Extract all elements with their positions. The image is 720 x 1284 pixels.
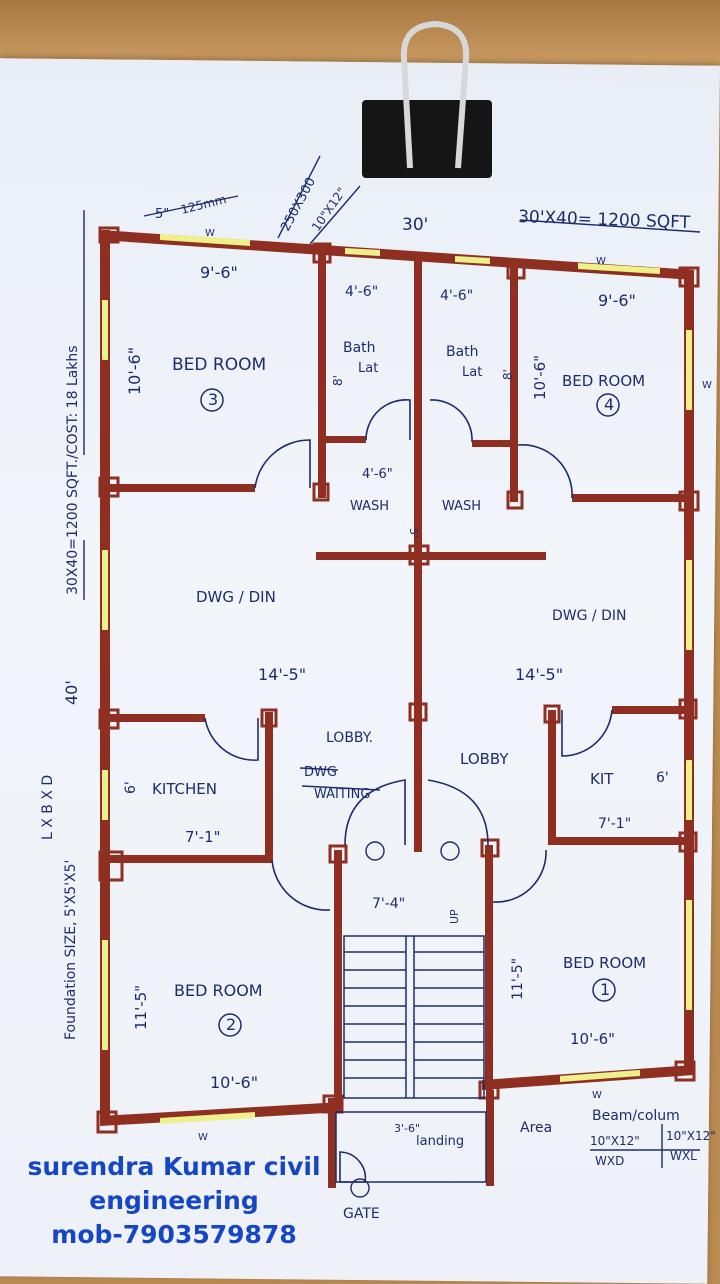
credit-line-2: engineering: [89, 1186, 259, 1215]
landing-dim: 3'-6": [394, 1122, 420, 1135]
binder-clip-handle: [400, 20, 470, 169]
lobby-right-label: LOBBY: [460, 750, 509, 768]
bedroom2-width: 10'-6": [210, 1073, 258, 1092]
bedroom3-depth: 10'-6": [125, 347, 144, 395]
wall-thickness-label: 5": [155, 207, 169, 222]
kitchen-depth: 6': [123, 781, 139, 794]
lobby-left-label: LOBBY.: [326, 730, 373, 746]
bedroom2-label: BED ROOM: [174, 981, 263, 1000]
window-mark-top-left: W: [205, 228, 215, 239]
bath-right-depth: 8': [501, 369, 515, 380]
dimension-lines: [83, 155, 701, 1198]
kit-depth: 6': [656, 770, 669, 786]
bedroom4-number: 4: [604, 395, 614, 414]
windows: [102, 234, 692, 1124]
kitchen-width: 7'-1": [185, 828, 221, 846]
window-mark-top-right: W: [596, 256, 606, 267]
total-area-label: 30'X40= 1200 SQFT: [518, 207, 691, 233]
legend-col1-label: WXD: [595, 1154, 624, 1168]
bedroom3-number: 3: [208, 390, 218, 409]
dwg-left-label: DWG / DIN: [196, 588, 276, 606]
wash-left-depth: 5': [407, 528, 420, 538]
bedroom3-label: BED ROOM: [172, 355, 266, 375]
landing-label: landing: [416, 1134, 464, 1149]
bedroom1-width: 10'-6": [570, 1030, 615, 1048]
bedroom4-width: 9'-6": [598, 291, 636, 310]
window-mark-right: W: [702, 380, 712, 391]
bedroom2-depth: 11'-5": [132, 985, 150, 1030]
stair-width: 7'-4": [372, 896, 405, 912]
credit-line-3: mob-7903579878: [51, 1220, 297, 1249]
foundation-formula: L X B X D: [40, 775, 56, 840]
bedroom4-depth: 10'-6": [531, 355, 549, 400]
kitchen-label: KITCHEN: [152, 780, 217, 798]
foundation-note: Foundation SIZE, 5'X5'X5': [63, 860, 79, 1040]
dwg-left-width: 14'-5": [258, 665, 306, 684]
wall-thickness-mm-label: 125mm: [179, 192, 227, 217]
staircase: [335, 935, 487, 1183]
area-cost-note: 30X40=1200 SQFT./COST: 18 Lakhs: [65, 345, 81, 595]
wash-left-label: WASH: [350, 499, 389, 514]
interior-walls: [110, 248, 684, 1188]
columns: [96, 226, 700, 1134]
legend-col2-label: WXL: [670, 1149, 697, 1163]
wash-left-width: 4'-6": [362, 467, 393, 482]
bath-left-width: 4'-6": [345, 284, 378, 300]
legend-col1-size: 10"X12": [590, 1134, 640, 1148]
dwg-right-label: DWG / DIN: [552, 608, 626, 624]
author-credit: surendra Kumar civil engineering mob-790…: [14, 1150, 334, 1252]
gate-label: GATE: [343, 1206, 380, 1222]
bedroom1-number: 1: [600, 980, 610, 999]
bedroom3-width: 9'-6": [200, 263, 238, 282]
lobby-left-sub1: DWG: [304, 765, 337, 780]
bath-left-label: Bath: [343, 340, 376, 356]
bath-right-width: 4'-6": [440, 288, 473, 304]
stair-up-label: UP: [448, 909, 461, 924]
window-mark-bottom-right: W: [592, 1090, 602, 1101]
legend-col2-size: 10"X12": [666, 1129, 716, 1143]
length-dim-label: 40': [62, 680, 81, 705]
bedroom1-label: BED ROOM: [563, 954, 646, 972]
credit-line-1: surendra Kumar civil: [27, 1152, 321, 1181]
dwg-right-width: 14'-5": [515, 665, 563, 684]
doors: [204, 399, 613, 1183]
bath-right-label: Bath: [446, 344, 479, 360]
bedroom1-depth: 11'-5": [510, 958, 526, 1000]
bedroom2-number: 2: [226, 1015, 236, 1034]
width-dim-label: 30': [402, 215, 428, 235]
bath-left-label2: Lat: [358, 361, 378, 376]
bath-right-label2: Lat: [462, 365, 482, 380]
kit-label: KIT: [590, 770, 614, 788]
binder-clip: [362, 100, 492, 178]
beam-size-inch-label: 10"X12": [309, 185, 349, 234]
bath-left-depth: 8': [331, 375, 345, 386]
window-mark-bottom-left: W: [198, 1132, 208, 1143]
bedroom4-label: BED ROOM: [562, 372, 645, 390]
kit-width: 7'-1": [598, 816, 631, 832]
wash-right-label: WASH: [442, 499, 481, 514]
lobby-left-sub2: WAITING: [314, 787, 370, 802]
legend-area: Area: [520, 1120, 552, 1136]
legend-title: Beam/colum: [592, 1108, 680, 1124]
